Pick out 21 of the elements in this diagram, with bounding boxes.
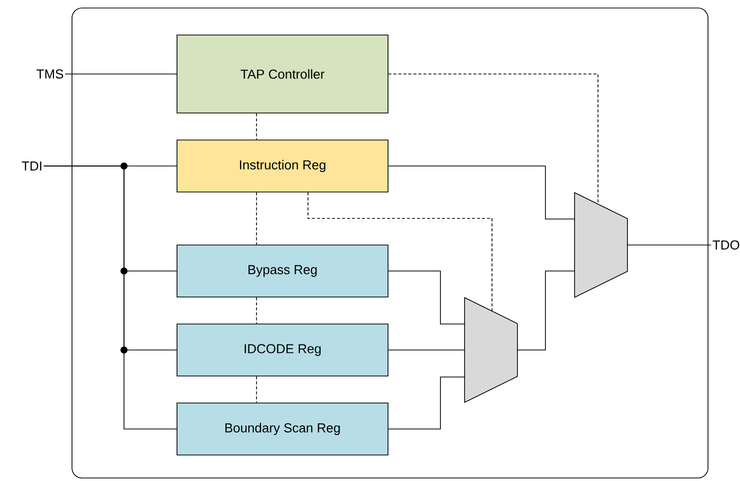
signal-label: TDI	[22, 162, 42, 170]
signal-line	[388, 376, 465, 430]
register-box: Boundary Scan Reg	[176, 402, 388, 456]
signal-label: TDO	[712, 240, 740, 250]
register-box: Bypass Reg	[176, 244, 388, 298]
signal-line	[627, 244, 712, 246]
chip-outline	[72, 8, 708, 478]
control-line	[256, 192, 257, 245]
signal-line	[43, 166, 177, 430]
control-line	[388, 74, 598, 204]
control-line	[308, 192, 492, 312]
register-box: Instruction Reg	[176, 140, 388, 192]
signal-line	[388, 166, 575, 220]
signal-line	[517, 270, 575, 350]
control-line	[256, 297, 257, 324]
signal-line	[388, 270, 465, 324]
control-line	[256, 113, 257, 140]
controller-box: TAP Controller	[176, 34, 388, 114]
signal-label: TMS	[36, 69, 64, 79]
register-box: IDCODE Reg	[176, 324, 388, 376]
control-line	[256, 376, 257, 403]
